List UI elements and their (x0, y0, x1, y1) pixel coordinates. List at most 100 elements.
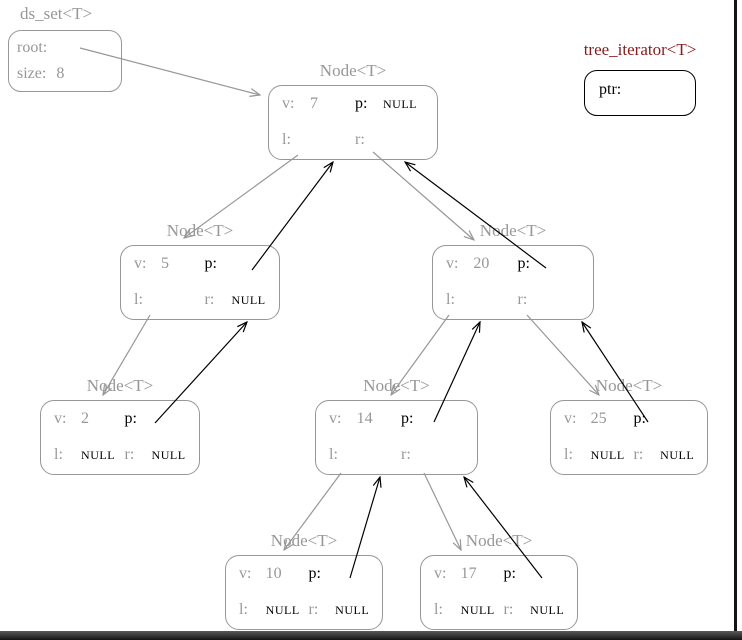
r-label: r: (355, 131, 365, 148)
v-label: v: (329, 410, 342, 427)
node-box: v: 2 p: l: NULL r: NULL (40, 400, 200, 475)
r-label: r: (517, 291, 528, 308)
node-row-vp: v: 10 p: (239, 565, 378, 583)
ds-set-struct: ds_set<T> root: size: 8 (8, 4, 138, 92)
tree-node-10: Node<T> v: 10 p: l: NULL r: NULL (225, 531, 383, 630)
v-value: 10 (265, 565, 282, 582)
node-box: v: 20 p: l: r: (432, 245, 594, 320)
node-row-vp: v: 7 p: NULL (282, 95, 433, 113)
node-row-lr: l: NULL r: NULL (239, 601, 378, 619)
l-value: NULL (265, 603, 300, 617)
node-row-lr: l: NULL r: NULL (434, 601, 573, 619)
node-box: v: 14 p: l: r: (315, 400, 478, 475)
tree-node-17: Node<T> v: 17 p: l: NULL r: NULL (420, 531, 578, 630)
size-value: 8 (56, 64, 65, 82)
l-label: l: (134, 291, 143, 308)
node-box: v: 7 p: NULL l: r: (268, 85, 438, 160)
node-type-title: Node<T> (363, 376, 430, 395)
node-box: v: 25 p: l: NULL r: NULL (550, 400, 708, 475)
p-label: p: (401, 410, 414, 427)
l-value: NULL (81, 448, 116, 462)
p-label: p: (355, 95, 368, 112)
l-label: l: (564, 446, 573, 463)
r-label: r: (633, 446, 644, 463)
v-value: 5 (161, 255, 170, 272)
node-type-title: Node<T> (595, 376, 663, 395)
v-value: 2 (81, 410, 90, 427)
node-row-lr: l: NULL r: NULL (564, 446, 703, 464)
node-row-lr: l: NULL r: NULL (54, 446, 195, 464)
r-label: r: (124, 446, 135, 463)
r-label: r: (401, 446, 411, 463)
root-field: root: (17, 39, 113, 57)
node-row-lr: l: r: (446, 291, 589, 309)
p-label: p: (517, 255, 530, 272)
p-value: NULL (383, 97, 417, 111)
iterator-box: ptr: (584, 70, 696, 116)
tree-node-5: Node<T> v: 5 p: l: r: NULL (120, 221, 280, 320)
r-value: NULL (151, 448, 186, 462)
node-row-vp: v: 14 p: (329, 410, 473, 428)
node-type-title: Node<T> (166, 221, 234, 240)
node-row-vp: v: 20 p: (446, 255, 589, 273)
r-label: r: (308, 601, 319, 618)
l-label: l: (446, 291, 455, 308)
tree-iterator-struct: tree_iterator<T> ptr: (558, 40, 722, 116)
p-label: p: (503, 565, 516, 582)
node-type-title: Node<T> (465, 531, 533, 550)
node-type-title: Node<T> (86, 376, 154, 395)
node-row-lr: l: r: (282, 131, 433, 149)
r-value: NULL (660, 448, 695, 462)
node-box: v: 5 p: l: r: NULL (120, 245, 280, 320)
size-field: size: 8 (17, 65, 113, 83)
node-box: v: 10 p: l: NULL r: NULL (225, 555, 383, 630)
node-row-vp: v: 25 p: (564, 410, 703, 428)
node-row-vp: v: 17 p: (434, 565, 573, 583)
iterator-title: tree_iterator<T> (583, 40, 697, 59)
tree-node-14: Node<T> v: 14 p: l: r: (315, 376, 478, 475)
tree-node-2: Node<T> v: 2 p: l: NULL r: NULL (40, 376, 200, 475)
window-right-edge (734, 0, 737, 631)
v-label: v: (54, 410, 67, 427)
v-label: v: (282, 95, 295, 112)
size-label: size: (17, 64, 47, 82)
l-label: l: (239, 601, 248, 618)
node-box: v: 17 p: l: NULL r: NULL (420, 555, 578, 630)
l-label: l: (434, 601, 443, 618)
v-value: 7 (310, 95, 318, 112)
v-label: v: (239, 565, 252, 582)
node-type-title: Node<T> (479, 221, 547, 240)
tree-node-25: Node<T> v: 25 p: l: NULL r: NULL (550, 376, 708, 475)
tree-node-7: Node<T> v: 7 p: NULL l: r: (268, 61, 438, 160)
node-row-vp: v: 5 p: (134, 255, 275, 273)
p-label: p: (204, 255, 217, 272)
v-value: 20 (473, 255, 490, 272)
v-label: v: (134, 255, 147, 272)
v-label: v: (564, 410, 577, 427)
p-label: p: (633, 410, 646, 427)
r-value: NULL (335, 603, 370, 617)
l-value: NULL (590, 448, 625, 462)
ptr-label: ptr: (599, 81, 622, 98)
r-label: r: (204, 291, 215, 308)
v-value: 25 (590, 410, 607, 427)
v-value: 17 (460, 565, 477, 582)
v-value: 14 (356, 410, 373, 427)
ds-set-title: ds_set<T> (20, 4, 93, 23)
p-label: p: (308, 565, 321, 582)
root-label: root: (17, 39, 48, 56)
v-label: v: (434, 565, 447, 582)
node-row-lr: l: r: (329, 446, 473, 464)
node-type-title: Node<T> (319, 61, 387, 80)
node-type-title: Node<T> (270, 531, 338, 550)
l-label: l: (329, 446, 338, 463)
r-value: NULL (530, 603, 565, 617)
l-value: NULL (460, 603, 495, 617)
ds-set-box: root: size: 8 (8, 30, 122, 92)
window-bottom-edge (0, 631, 742, 640)
l-label: l: (282, 131, 291, 148)
l-label: l: (54, 446, 63, 463)
p-label: p: (124, 410, 137, 427)
r-label: r: (503, 601, 514, 618)
